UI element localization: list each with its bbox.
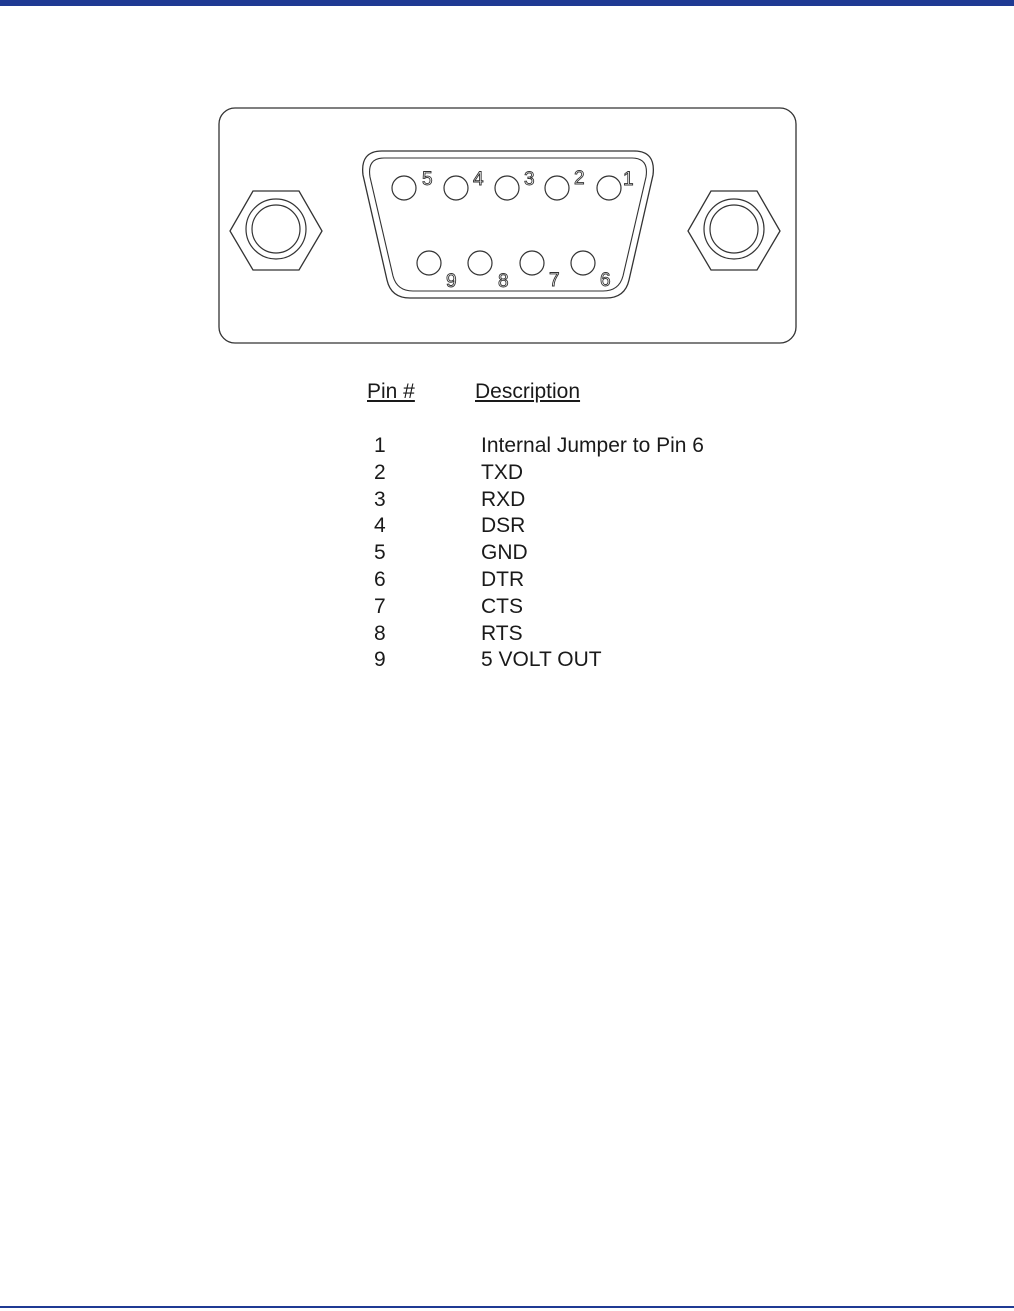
left-hex-nut-icon — [230, 191, 322, 270]
pin-number: 6 — [374, 567, 386, 593]
pin-description: RTS — [481, 621, 523, 647]
table-row: 3 RXD — [374, 487, 794, 514]
top-accent-bar — [0, 0, 1014, 6]
table-row: 8 RTS — [374, 621, 794, 648]
pin-number: 2 — [374, 460, 386, 486]
header-description: Description — [475, 380, 580, 404]
table-row: 4 DSR — [374, 513, 794, 540]
db9-connector-diagram: 5 4 3 2 1 9 8 7 6 — [216, 105, 800, 347]
pin-description: GND — [481, 540, 528, 566]
pin-description: DSR — [481, 513, 525, 539]
pin-number: 5 — [374, 540, 386, 566]
bottom-rule — [0, 1306, 1014, 1308]
pin-hole-3 — [495, 176, 519, 200]
pin-label-7: 7 — [549, 270, 560, 291]
table-row: 7 CTS — [374, 594, 794, 621]
pin-description: CTS — [481, 594, 523, 620]
pin-number: 7 — [374, 594, 386, 620]
pin-hole-1 — [597, 176, 621, 200]
pin-description: 5 VOLT OUT — [481, 647, 602, 673]
pin-number: 9 — [374, 647, 386, 673]
pin-label-9: 9 — [446, 271, 457, 292]
header-pin-number: Pin # — [367, 380, 415, 404]
pin-label-8: 8 — [498, 271, 509, 292]
pin-number: 8 — [374, 621, 386, 647]
pin-hole-8 — [468, 251, 492, 275]
db9-connector-svg: 5 4 3 2 1 9 8 7 6 — [216, 105, 800, 347]
pin-description: Internal Jumper to Pin 6 — [481, 433, 704, 459]
pin-label-5: 5 — [422, 169, 433, 190]
pin-label-2: 2 — [574, 168, 585, 189]
pin-description: RXD — [481, 487, 525, 513]
pin-label-4: 4 — [473, 169, 484, 190]
pin-hole-7 — [520, 251, 544, 275]
pin-hole-6 — [571, 251, 595, 275]
table-row: 5 GND — [374, 540, 794, 567]
pin-hole-5 — [392, 176, 416, 200]
table-row: 1 Internal Jumper to Pin 6 — [374, 433, 794, 460]
right-hex-nut-icon — [688, 191, 780, 270]
pin-number: 1 — [374, 433, 386, 459]
pin-description: TXD — [481, 460, 523, 486]
pin-number: 3 — [374, 487, 386, 513]
table-row: 9 5 VOLT OUT — [374, 647, 794, 674]
pin-label-1: 1 — [623, 169, 634, 190]
table-row: 2 TXD — [374, 460, 794, 487]
pin-number: 4 — [374, 513, 386, 539]
pin-hole-4 — [444, 176, 468, 200]
pin-label-3: 3 — [524, 169, 535, 190]
pin-description: DTR — [481, 567, 524, 593]
pin-table: 1 Internal Jumper to Pin 6 2 TXD 3 RXD 4… — [374, 433, 794, 674]
pin-hole-9 — [417, 251, 441, 275]
pin-table-header: Pin # Description — [367, 380, 767, 406]
pin-label-6: 6 — [600, 270, 611, 291]
pin-hole-2 — [545, 176, 569, 200]
table-row: 6 DTR — [374, 567, 794, 594]
